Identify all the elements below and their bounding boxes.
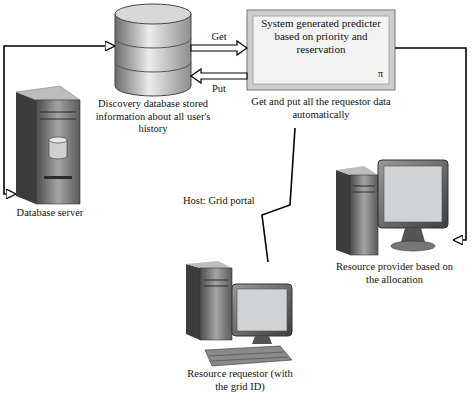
- server-node: Database server: [16, 86, 84, 204]
- keyboard-keys: [209, 352, 284, 356]
- monitor-base: [391, 241, 435, 251]
- server-slot: [44, 176, 72, 179]
- server-side: [16, 92, 36, 204]
- requestor-node: Resource requestor (with the grid ID): [185, 262, 295, 362]
- tower-side: [336, 170, 350, 255]
- predicter-frame: [247, 10, 395, 90]
- monitor: [378, 160, 448, 228]
- predicter-node: System generated predicter based on prio…: [247, 10, 395, 128]
- monitor-stand: [401, 228, 425, 242]
- cylinder-ring: [115, 62, 191, 72]
- drive-bay: [353, 186, 375, 187]
- keyboard: [205, 346, 292, 366]
- node-caption: Resource requestor (with the grid ID): [180, 368, 300, 393]
- cylinder-top: [115, 4, 191, 24]
- database-node: Discovery database stored information ab…: [115, 4, 191, 96]
- monitor-screen: [237, 289, 287, 331]
- drive-bay: [353, 192, 375, 193]
- block-arrow: [191, 69, 247, 83]
- tower-front: [200, 268, 232, 340]
- block-arrow: [191, 41, 247, 55]
- provider-node: Resource provider based on the allocatio…: [335, 150, 453, 255]
- server-front: [36, 100, 80, 204]
- node-caption: Get and put all the requestor data autom…: [247, 96, 395, 121]
- node-caption: Database server: [0, 207, 105, 220]
- drive-bay: [40, 112, 76, 113]
- disk-icon-top: [49, 137, 67, 143]
- monitor-stand: [252, 336, 272, 344]
- edge-label: Put: [199, 83, 239, 96]
- drive-bay: [204, 280, 228, 281]
- connector-line: [262, 128, 295, 262]
- tower-top: [186, 261, 232, 268]
- pi-symbol: π: [378, 68, 383, 81]
- edge-label: Get: [199, 31, 239, 44]
- monitor: [232, 284, 292, 336]
- keyboard-keys: [211, 357, 288, 361]
- tower-side: [186, 264, 200, 340]
- tower-front: [350, 175, 378, 255]
- tower-top: [336, 166, 378, 175]
- host-label: Host: Grid portal: [183, 195, 255, 208]
- drive-bay: [204, 286, 228, 287]
- database-cylinder: [115, 14, 191, 96]
- predicter-face: [253, 16, 389, 84]
- cylinder-ring: [115, 38, 191, 48]
- node-caption: Discovery database stored information ab…: [88, 98, 218, 136]
- server-top: [16, 86, 80, 100]
- drive-bay: [40, 119, 76, 120]
- connector-line: [395, 48, 466, 240]
- node-caption: Resource provider based on the allocatio…: [332, 261, 457, 286]
- process-text: System generated predicter based on prio…: [255, 17, 387, 56]
- monitor-screen: [384, 166, 442, 222]
